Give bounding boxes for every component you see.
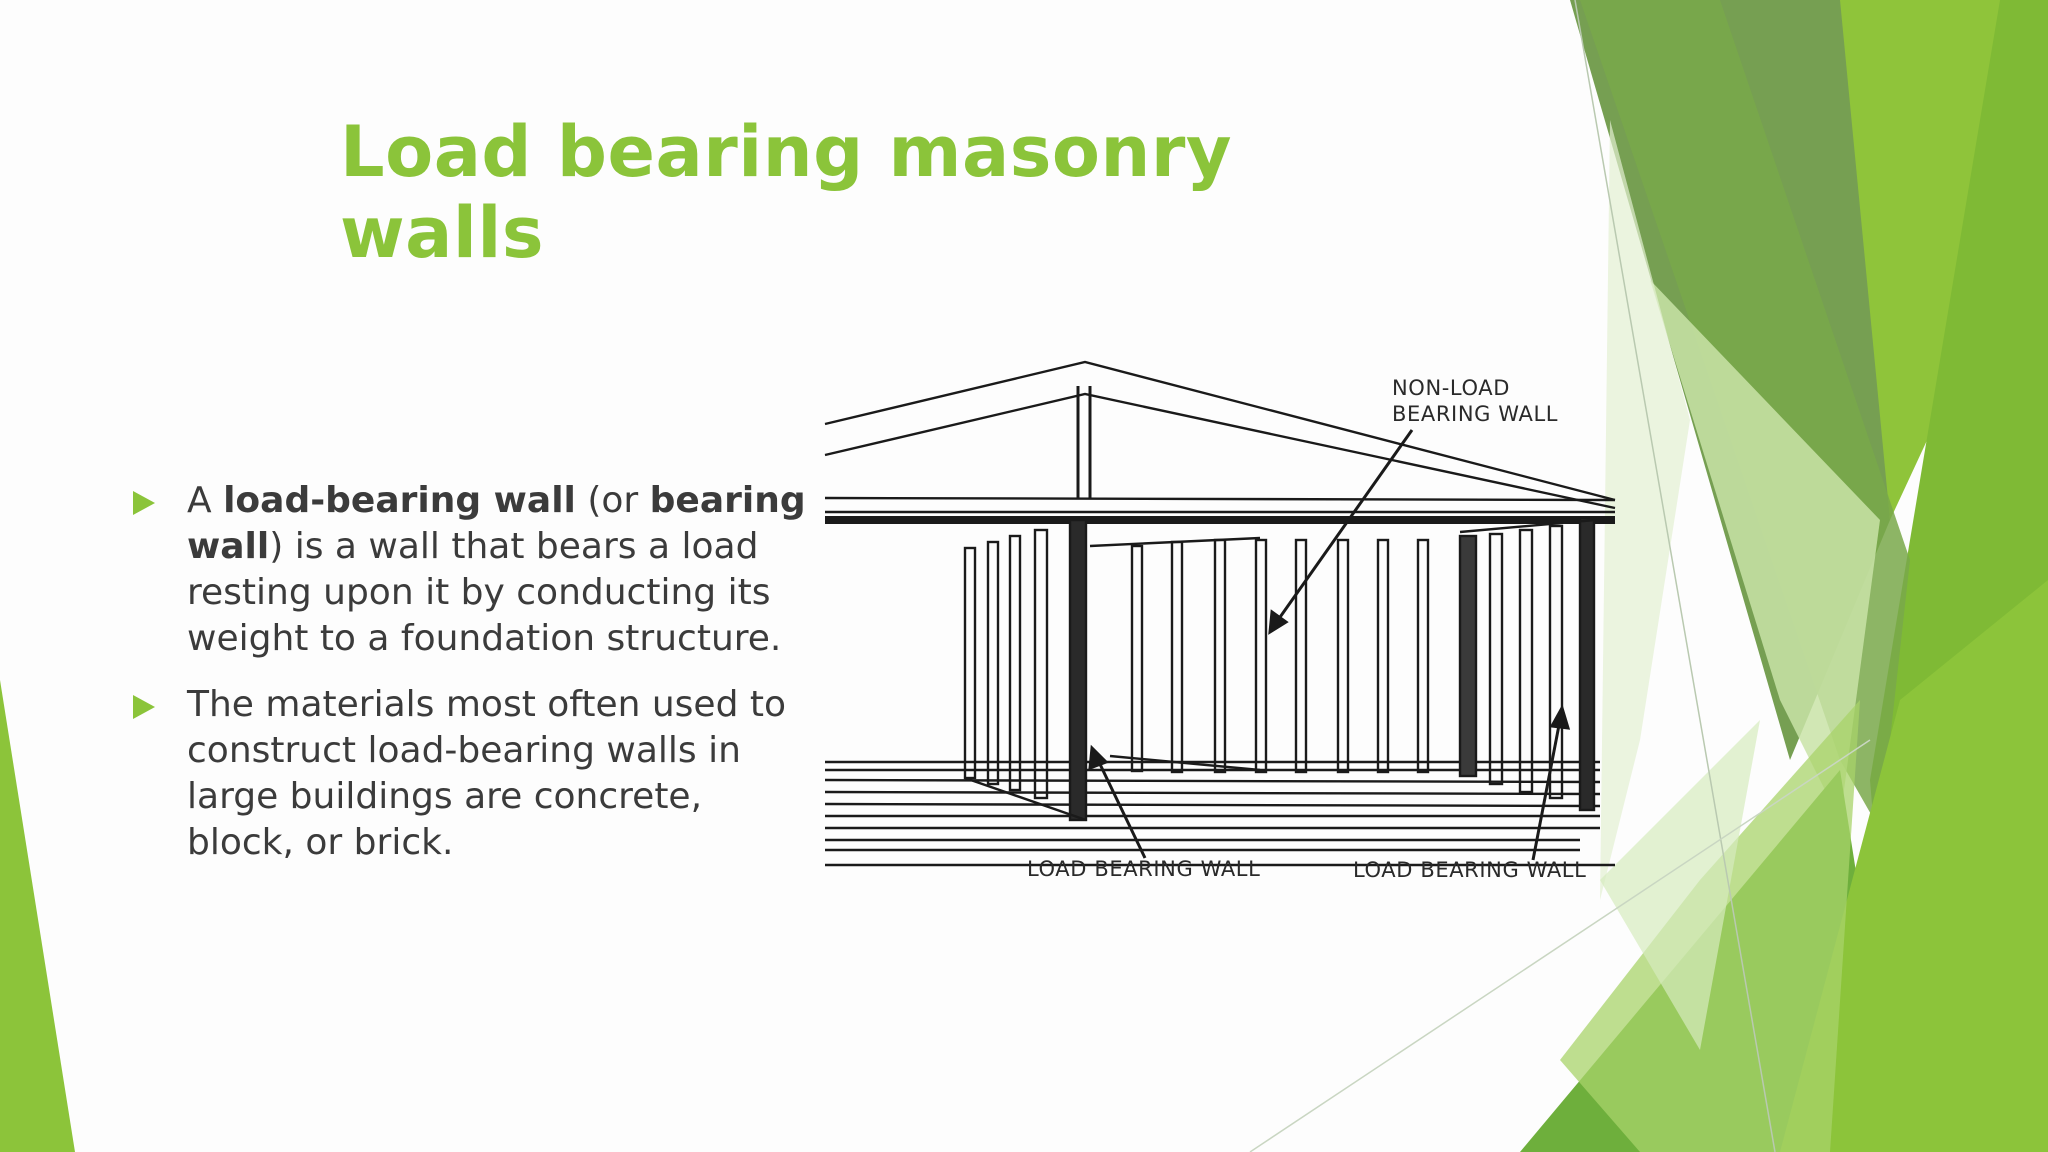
bullet-text: A load-bearing wall (or bearing wall) is… [187, 478, 810, 662]
bg-shape-light-wedge [1650, 280, 1880, 820]
bullet-text-segment: A [187, 480, 224, 521]
arrowhead-icon [1268, 609, 1289, 635]
left-wall-studs [963, 518, 1088, 822]
bullet-arrow-icon [133, 491, 155, 515]
label-load-bearing-right: LOAD BEARING WALL [1353, 858, 1586, 882]
label-load-bearing-left: LOAD BEARING WALL [1027, 857, 1260, 881]
floor-line [824, 802, 1601, 808]
framing-drawing [824, 360, 1616, 867]
bg-shape-bottom-paler [1600, 720, 1760, 1050]
bullet-text-bold-segment: bearing wall [187, 480, 806, 567]
bg-line-diagonal-2 [1249, 739, 1871, 1152]
bullet-item-materials: The materials most often used to constru… [130, 682, 810, 866]
bullet-list: A load-bearing wall (or bearing wall) is… [130, 478, 810, 886]
bg-line-diagonal-1 [1574, 0, 1776, 1152]
bullet-text: The materials most often used to constru… [187, 682, 810, 866]
ceiling-top-line [824, 496, 1616, 502]
ceiling-beam [825, 516, 1615, 524]
interior-wall-studs [1089, 536, 1430, 774]
roof-outer-line [824, 360, 1616, 502]
arrow-load-right [1531, 719, 1562, 861]
arrow-load-left [1096, 759, 1147, 859]
roof-inner-line [824, 392, 1616, 510]
right-wall-studs [1458, 516, 1596, 812]
label-non-load-line1: NON-LOAD [1392, 376, 1510, 400]
bullet-text-segment: ) is a wall that bears a load resting up… [187, 526, 782, 659]
bullet-text-segment: The materials most often used to constru… [187, 684, 787, 863]
bg-shape-left-edge [0, 680, 75, 1152]
sole-plate [1109, 754, 1261, 772]
bg-shape-lighter-wedge [1600, 120, 1690, 900]
bullet-text-bold-segment: load-bearing wall [223, 480, 576, 521]
bullet-arrow-icon [133, 695, 155, 719]
floor-line [824, 790, 1601, 796]
arrow-non-load [1276, 429, 1414, 621]
sole-plate [964, 776, 1087, 822]
bullet-item-definition: A load-bearing wall (or bearing wall) is… [130, 478, 810, 662]
bullet-text-segment: (or [575, 480, 650, 521]
annotation-arrows [1088, 429, 1571, 861]
arrowhead-icon [1088, 744, 1109, 771]
bg-shape-bottom-mid [1780, 580, 2048, 1152]
floor-line [824, 778, 1601, 784]
slide-title: Load bearing masonry walls [340, 111, 1232, 274]
wall-framing-diagram: NON-LOAD BEARING WALL LOAD BEARING WALL … [824, 360, 1616, 882]
label-non-load-line2: BEARING WALL [1392, 402, 1558, 426]
arrowhead-icon [1549, 704, 1571, 730]
